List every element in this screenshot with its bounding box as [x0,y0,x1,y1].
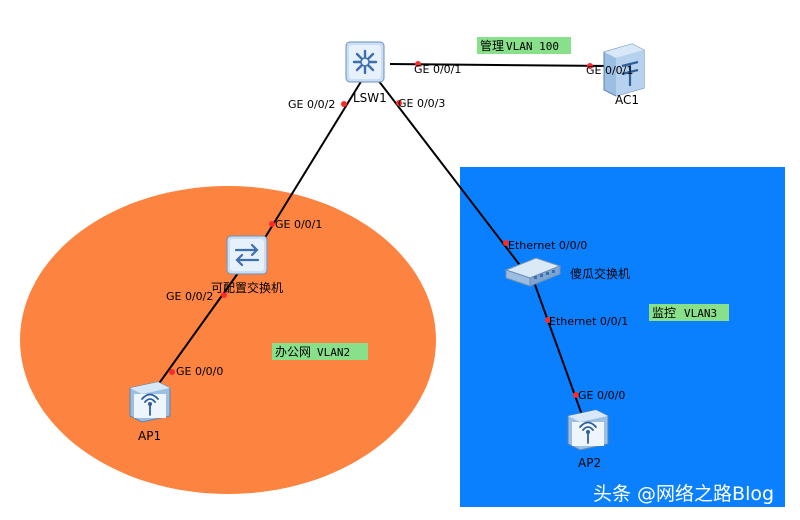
link-lsw1-ac1 [389,63,613,67]
port-dot [503,240,509,246]
device-config-switch[interactable]: 可配置交换机 [211,235,283,295]
port-label-dumb-eth001: Ethernet 0/0/1 [549,315,628,328]
vlan-tag-bg [649,304,729,321]
port-dot [341,101,347,107]
device-label: 傻瓜交换机 [570,266,630,281]
device-label: 可配置交换机 [211,280,283,295]
wireless-ap-icon [567,409,609,451]
device-ac1[interactable]: AC1 [603,43,645,107]
watermark: 头条 @网络之路Blog [593,483,774,505]
l2-switch-icon [226,235,268,275]
link-config-switch-ap1 [149,261,247,397]
access-controller-icon [603,43,645,97]
device-label: LSW1 [353,91,387,105]
link-lsw1-config-switch [249,79,363,263]
port-label-ac1-ge001: GE 0/0/1 [586,64,633,77]
device-ap1[interactable]: AP1 [129,381,171,443]
link-dumb-switch-ap2 [533,281,587,427]
port-dot [221,292,227,298]
monitor-zone [460,167,785,507]
device-dumb-switch[interactable]: 傻瓜交换机 [504,257,630,287]
device-label: AP2 [578,456,601,470]
port-dot [545,317,551,323]
core-switch-icon [345,41,385,83]
port-label-lsw1-ge002: GE 0/0/2 [288,98,335,111]
links [149,63,613,427]
port-dot [169,369,175,375]
port-label-dumb-eth000: Ethernet 0/0/0 [508,239,587,252]
port-label-lsw1-ge001: GE 0/0/1 [414,63,461,76]
port-dot [396,100,402,106]
office-zone [20,186,436,494]
vlan-tag-bg [477,37,571,54]
port-dot [269,221,275,227]
port-label-cfg-ge001: GE 0/0/1 [275,218,322,231]
port-dot [415,61,421,67]
link-lsw1-dumb-switch [377,79,523,269]
device-ap2[interactable]: AP2 [567,409,609,470]
port-dots [169,61,593,398]
port-dot [573,392,579,398]
port-label-cfg-ge002: GE 0/0/2 [166,290,213,303]
port-dot [587,63,593,69]
device-lsw1[interactable]: LSW1 [345,41,387,105]
port-label-lsw1-ge003: GE 0/0/3 [398,97,445,110]
device-label: AP1 [138,429,161,443]
port-label-ap2-ge000: GE 0/0/0 [578,389,625,402]
hub-switch-icon [504,257,562,287]
wireless-ap-icon [129,381,171,423]
vlan-tag-bg [272,343,368,360]
device-label: AC1 [615,93,639,107]
port-label-ap1-ge000: GE 0/0/0 [176,365,223,378]
